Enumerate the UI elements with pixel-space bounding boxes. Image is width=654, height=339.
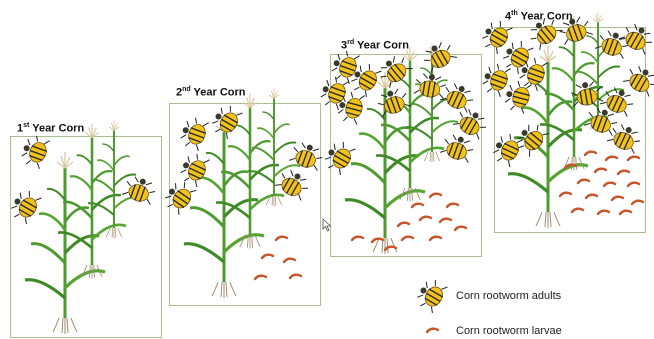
larva-group-year-2	[255, 237, 301, 279]
larva-group-year-3	[352, 194, 466, 250]
beetle-group-year-4	[478, 14, 654, 168]
mouse-cursor-icon	[322, 218, 332, 232]
plant-group-year-2	[184, 88, 300, 298]
legend-larvae-label: Corn rootworm larvae	[456, 325, 562, 337]
beetle-group-year-3	[318, 38, 490, 175]
legend-adults-label: Corn rootworm adults	[456, 290, 561, 302]
legend-adult-icon	[413, 276, 448, 313]
beetle-group-year-2	[161, 102, 325, 215]
legend-larva-icon	[427, 329, 438, 332]
